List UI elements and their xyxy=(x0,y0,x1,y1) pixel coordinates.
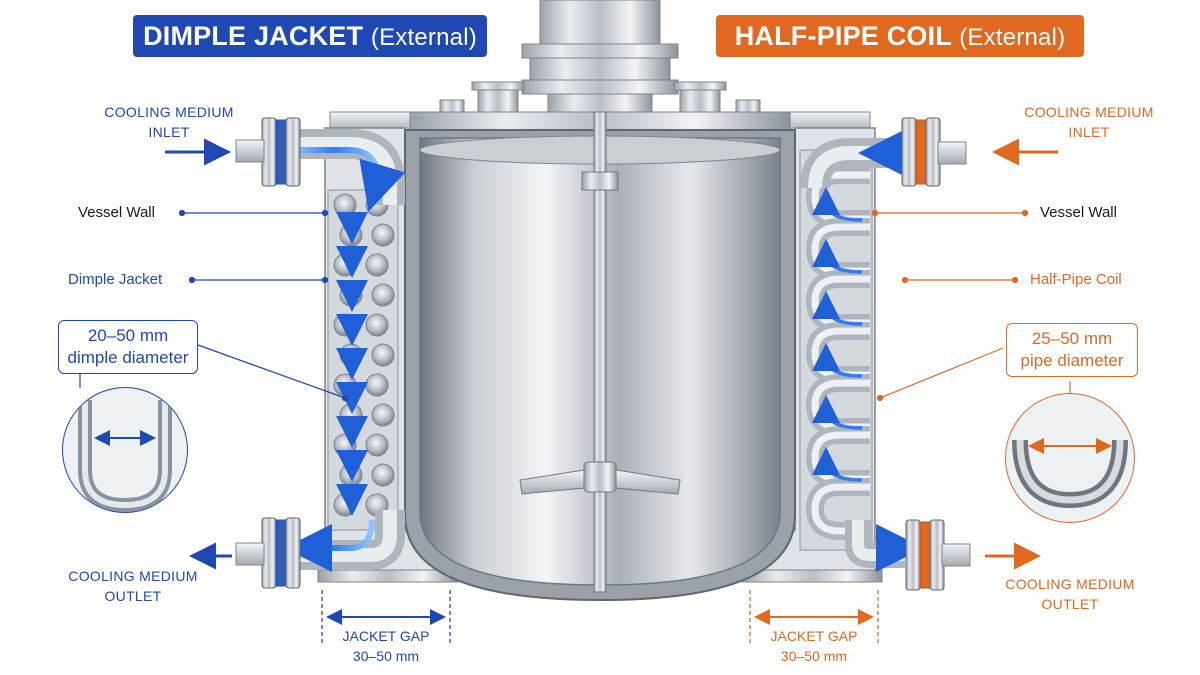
flow-arrow-icon xyxy=(812,395,863,430)
top-nozzles xyxy=(439,81,761,115)
right-leader-lines xyxy=(871,209,1071,402)
left-outlet-label: COOLING MEDIUM OUTLET xyxy=(68,568,198,604)
half-pipe-highlight xyxy=(811,483,870,535)
left-gap-label: JACKET GAP 30–50 mm xyxy=(342,628,430,664)
right-title-suffix: (External) xyxy=(959,24,1066,51)
left-title: DIMPLE JACKET (External) xyxy=(133,15,487,57)
left-vessel-wall-label: Vessel Wall xyxy=(78,204,155,221)
right-outlet-label: COOLING MEDIUM OUTLET xyxy=(1005,576,1135,612)
flange-icon xyxy=(901,117,971,591)
half-pipe-cross-section-icon xyxy=(1005,393,1135,523)
dimple xyxy=(365,253,389,277)
dimple xyxy=(365,433,389,457)
dimple xyxy=(371,283,395,307)
right-gap-label: JACKET GAP 30–50 mm xyxy=(770,628,858,664)
left-gap-dimension xyxy=(321,590,451,645)
pipe-diameter-callout: 25–50 mm pipe diameter xyxy=(1006,323,1138,377)
left-inlet-pipe xyxy=(290,129,406,212)
dimple xyxy=(371,403,395,427)
right-title: HALF-PIPE COIL (External) xyxy=(716,15,1084,57)
flow-arrow-icon xyxy=(812,239,863,274)
left-title-main: DIMPLE JACKET xyxy=(143,21,364,51)
right-title-main: HALF-PIPE COIL xyxy=(734,21,952,51)
right-outlet-pipe xyxy=(845,520,924,572)
coil-flow-arrows xyxy=(812,187,863,482)
dimple xyxy=(371,343,395,367)
drive-shaft-housing xyxy=(521,0,679,113)
dimple xyxy=(365,373,389,397)
dimple-diameter-callout: 20–50 mm dimple diameter xyxy=(58,320,198,374)
dimple xyxy=(371,223,395,247)
left-outlet-pipe xyxy=(284,510,405,572)
left-title-suffix: (External) xyxy=(370,24,477,51)
flow-arrow-icon xyxy=(812,343,863,378)
right-vessel-wall-label: Vessel Wall xyxy=(1040,204,1117,221)
dimple-cross-section-icon xyxy=(62,387,188,513)
dimple xyxy=(365,313,389,337)
dimple-jacket-label: Dimple Jacket xyxy=(68,271,163,288)
flow-arrow-icon xyxy=(812,187,863,222)
flange-icon xyxy=(235,117,301,589)
right-inlet-label: COOLING MEDIUM INLET xyxy=(1024,104,1154,140)
dimple-jacket-column xyxy=(327,189,399,531)
agitator-icon xyxy=(519,111,681,593)
left-inlet-label: COOLING MEDIUM INLET xyxy=(104,104,234,140)
right-gap-dimension xyxy=(749,590,879,645)
flow-arrow-icon xyxy=(812,291,863,326)
dimple xyxy=(371,463,395,487)
left-leader-lines xyxy=(79,209,349,402)
flow-arrow-icon xyxy=(812,447,863,482)
half-pipe-coil-column xyxy=(799,149,873,551)
half-pipe-coil-label: Half-Pipe Coil xyxy=(1030,271,1122,288)
